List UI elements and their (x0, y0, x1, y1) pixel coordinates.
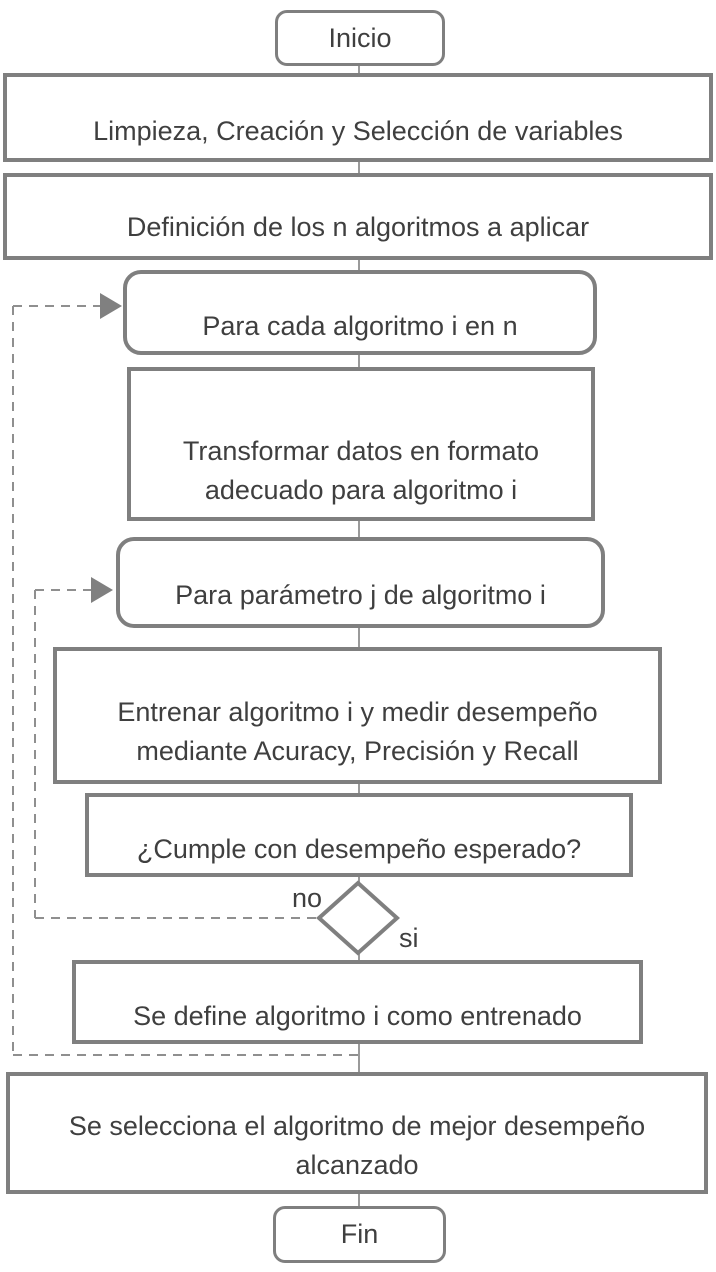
connector-decision-sedefine (358, 949, 360, 962)
node-para-parametro: Para parámetro j de algoritmo i (116, 537, 605, 628)
inner-loop-dashed-bottom (35, 917, 320, 919)
inner-loop-dashed-vertical (34, 590, 36, 918)
connector-limpieza-definicion (358, 160, 360, 175)
edge-label-no: no (291, 883, 322, 913)
connector-paracada-transformar (358, 353, 360, 369)
node-definicion: Definición de los n algoritmos a aplicar (3, 173, 713, 260)
connector-inicio-limpieza (358, 64, 360, 75)
decision-diamond (316, 880, 400, 956)
connector-paraparametro-entrenar (358, 626, 360, 649)
connector-definicion-paracada (358, 258, 360, 272)
outer-loop-arrowhead-icon (100, 293, 122, 319)
connector-entrenar-cumple (358, 782, 360, 795)
edge-label-si: si (399, 923, 419, 953)
node-entrenar-algoritmo: Entrenar algoritmo i y medir desempeño m… (53, 647, 662, 784)
node-inicio: Inicio (275, 10, 445, 66)
node-fin: Fin (273, 1206, 446, 1263)
outer-loop-dashed-top (13, 305, 100, 307)
connector-transformar-paraparametro (358, 519, 360, 539)
connector-sedefine-seselecciona (358, 1042, 360, 1074)
inner-loop-dashed-top (35, 589, 91, 591)
node-limpieza: Limpieza, Creación y Selección de variab… (3, 73, 713, 162)
node-transformar-datos: Transformar datos en formato adecuado pa… (127, 367, 595, 521)
connector-seselecciona-fin (358, 1192, 360, 1208)
node-cumple-desempeno: ¿Cumple con desempeño esperado? (85, 793, 633, 877)
connector-cumple-decision (358, 875, 360, 886)
node-para-cada-algoritmo: Para cada algoritmo i en n (123, 270, 597, 355)
node-se-selecciona-mejor: Se selecciona el algoritmo de mejor dese… (6, 1072, 708, 1194)
outer-loop-dashed-vertical (12, 306, 14, 1056)
node-se-define-entrenado: Se define algoritmo i como entrenado (72, 960, 643, 1044)
inner-loop-arrowhead-icon (91, 577, 113, 603)
outer-loop-dashed-bottom (13, 1054, 359, 1056)
